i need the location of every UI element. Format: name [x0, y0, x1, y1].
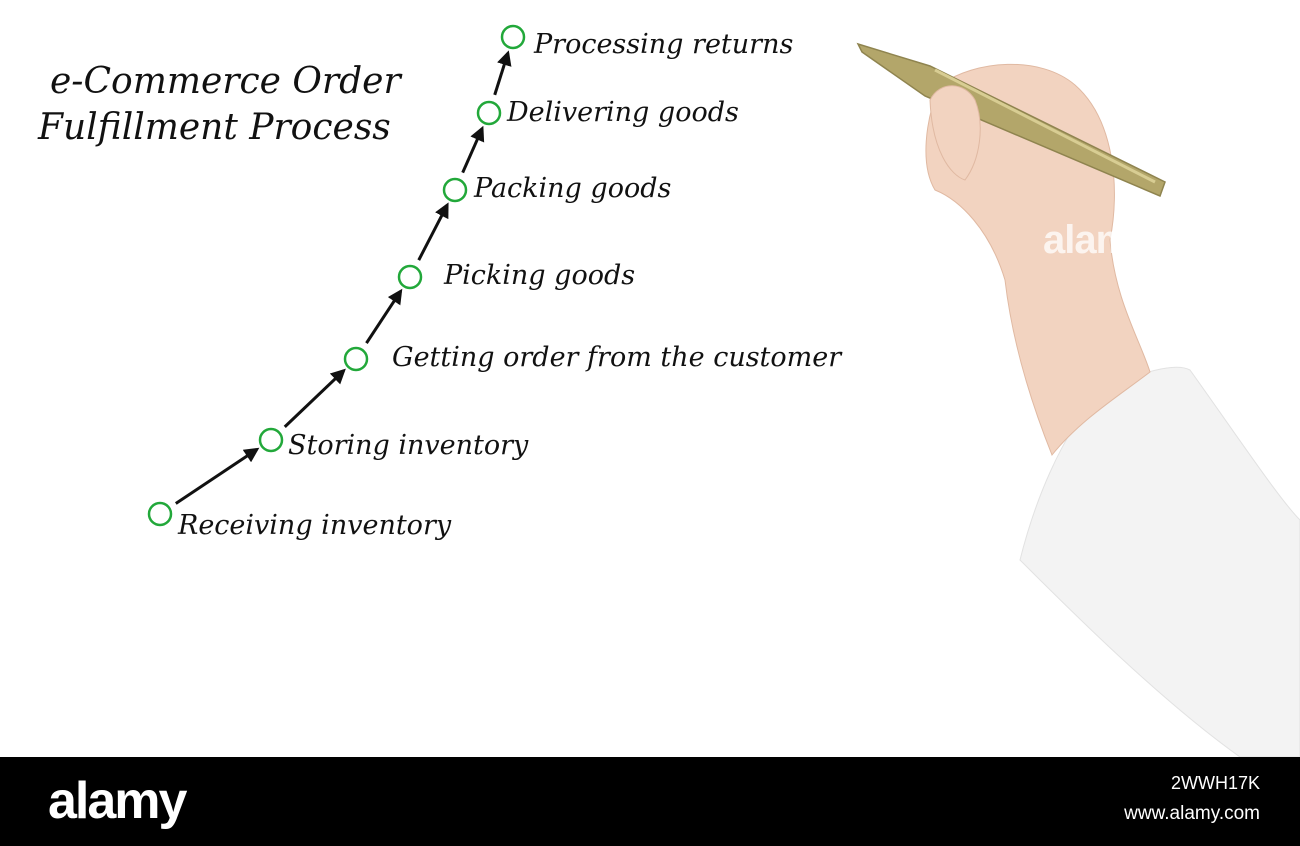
step-label: Storing inventory	[288, 430, 529, 461]
step-label: Delivering goods	[507, 97, 739, 128]
watermark-overlay: alam	[1043, 218, 1131, 262]
alamy-logo: alamy	[48, 772, 187, 830]
step-arrow	[283, 368, 346, 428]
site-url: www.alamy.com	[1124, 803, 1260, 824]
step-label: Getting order from the customer	[392, 342, 842, 373]
step-arrow	[365, 288, 403, 344]
sleeve-shape	[1019, 366, 1300, 757]
diagram-title-line-1: e-Commerce Order	[50, 61, 401, 102]
step-arrow	[174, 447, 260, 505]
step-node	[343, 346, 369, 372]
step-label: Packing goods	[474, 173, 672, 204]
thumb-shape	[929, 85, 981, 181]
step-node	[147, 501, 173, 527]
step-node	[397, 264, 423, 290]
step-node	[442, 177, 468, 203]
step-label: Picking goods	[444, 260, 636, 291]
step-arrow	[461, 125, 485, 174]
step-node	[476, 100, 502, 126]
diagram-title-line-2: Fulfillment Process	[38, 107, 391, 148]
step-node	[500, 24, 526, 50]
watermark-bar: alamy 2WWH17K www.alamy.com	[0, 757, 1300, 846]
step-arrow	[417, 202, 449, 261]
flow-diagram	[147, 24, 1300, 757]
step-label: Receiving inventory	[178, 510, 452, 541]
step-arrow	[493, 50, 512, 96]
pen-icon	[856, 42, 1166, 198]
step-label: Processing returns	[534, 29, 794, 60]
step-node	[258, 427, 284, 453]
image-id: 2WWH17K	[1170, 773, 1260, 793]
